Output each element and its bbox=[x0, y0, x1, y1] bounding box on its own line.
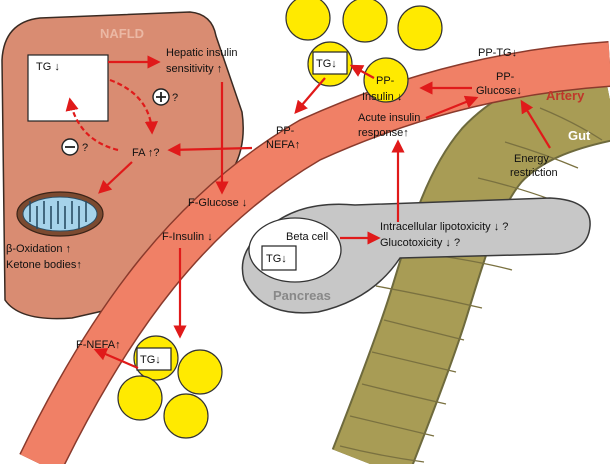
tg-beta-label: TG↓ bbox=[266, 253, 287, 265]
pp-glucose-label-1: PP- bbox=[496, 71, 515, 83]
fa-label: FA ↑? bbox=[132, 147, 160, 159]
minus-icon bbox=[61, 138, 79, 156]
arrow-ppnefa-to-fa bbox=[167, 143, 253, 157]
tg-liver-label: TG ↓ bbox=[36, 61, 60, 73]
minus-question: ? bbox=[82, 142, 88, 154]
fat-cell bbox=[397, 5, 443, 51]
f-nefa-label: F-NEFA↑ bbox=[76, 339, 121, 351]
energy-label-1: Energy bbox=[514, 153, 549, 165]
gut-label: Gut bbox=[568, 128, 591, 143]
artery-region bbox=[19, 41, 610, 469]
tg-fat-top-label: TG↓ bbox=[316, 58, 337, 70]
fat-cell bbox=[363, 57, 409, 103]
hepatic-label-1: Hepatic insulin bbox=[166, 47, 238, 59]
fat-cell bbox=[117, 375, 163, 421]
pp-nefa-label-1: PP- bbox=[276, 125, 295, 137]
pancreas-label: Pancreas bbox=[273, 288, 331, 303]
arrow-energy-to-ppglucose bbox=[520, 99, 551, 149]
fat-cell bbox=[177, 349, 223, 395]
tg-box-beta bbox=[261, 245, 297, 271]
arrow-tgtop-to-ppnefa bbox=[294, 77, 326, 115]
beta-cell-label: Beta cell bbox=[286, 231, 328, 243]
fat-cells-top bbox=[285, 0, 443, 103]
pp-glucose-label-2: Glucose↓ bbox=[476, 85, 522, 97]
f-insulin-label: F-Insulin ↓ bbox=[162, 231, 213, 243]
arrow-fat-to-fnefa bbox=[93, 348, 139, 370]
pp-insulin-label-2: Insulin ↓ bbox=[362, 91, 402, 103]
pancreas-region bbox=[241, 197, 591, 314]
arrow-acute-to-ppglucose bbox=[425, 95, 479, 120]
artery-label: Artery bbox=[546, 88, 585, 103]
lipotox-label: Intracellular lipotoxicity ↓ ? bbox=[380, 221, 508, 233]
gut-region bbox=[331, 59, 610, 469]
ketone-label: Ketone bodies↑ bbox=[6, 259, 82, 271]
pp-insulin-label-1: PP- bbox=[376, 75, 395, 87]
plus-icon bbox=[152, 88, 170, 106]
arrow-fa-to-tg-dashed bbox=[65, 97, 119, 152]
fat-cell bbox=[163, 393, 209, 439]
arrow-pp-to-fat bbox=[349, 64, 375, 79]
pp-tg-label: PP-TG↓ bbox=[478, 47, 517, 59]
tg-fat-bottom-label: TG↓ bbox=[140, 354, 161, 366]
f-glucose-label: F-Glucose ↓ bbox=[188, 197, 247, 209]
hepatic-label-2: sensitivity ↑ bbox=[166, 63, 222, 75]
arrow-tg-to-fa-dashed bbox=[109, 78, 159, 135]
fat-cell bbox=[342, 0, 388, 43]
glucotox-label: Glucotoxicity ↓ ? bbox=[380, 237, 460, 249]
arrows bbox=[65, 55, 551, 370]
mitochondrion-icon bbox=[16, 191, 104, 237]
acute-insulin-label-2: response↑ bbox=[358, 127, 409, 139]
beta-oxidation-label: β-Oxidation ↑ bbox=[6, 243, 71, 255]
fat-cell bbox=[285, 0, 331, 41]
pp-nefa-label-2: NEFA↑ bbox=[266, 139, 300, 151]
tg-box-top bbox=[312, 51, 348, 75]
tg-box-bottom bbox=[136, 347, 172, 371]
liver-label: NAFLD bbox=[100, 26, 144, 41]
plus-question: ? bbox=[172, 92, 178, 104]
acute-insulin-label-1: Acute insulin bbox=[358, 112, 420, 124]
arrow-fa-to-mito bbox=[98, 161, 133, 194]
energy-label-2: restriction bbox=[510, 167, 558, 179]
